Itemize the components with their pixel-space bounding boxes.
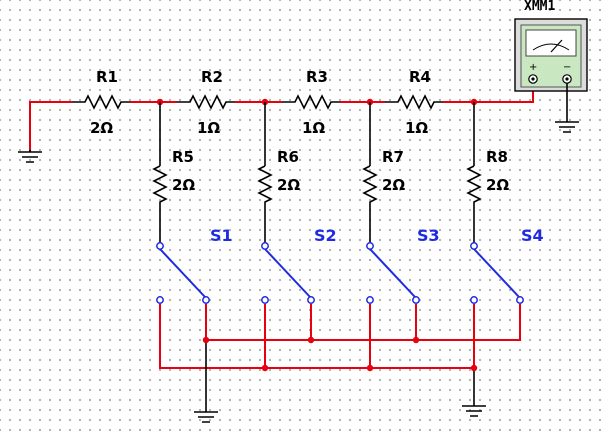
resistor-r4[interactable] bbox=[385, 94, 443, 110]
bottom-junction-nodes bbox=[202, 336, 478, 372]
resistor-r1-value: 2Ω bbox=[90, 119, 113, 137]
switch-s2[interactable] bbox=[261, 242, 315, 304]
resistor-r6[interactable] bbox=[257, 165, 273, 243]
resistor-r2[interactable] bbox=[177, 94, 235, 110]
ground-symbol-left bbox=[18, 150, 42, 163]
resistor-r3[interactable] bbox=[282, 94, 340, 110]
resistor-r5-label: R5 bbox=[172, 148, 194, 166]
switch-s4[interactable] bbox=[470, 242, 524, 304]
resistor-r2-label: R2 bbox=[201, 68, 223, 86]
meter-scale-arc bbox=[532, 43, 570, 51]
switch-s4-label: S4 bbox=[521, 226, 544, 245]
resistor-r5-value: 2Ω bbox=[172, 176, 195, 194]
resistor-r8[interactable] bbox=[466, 165, 482, 243]
switch-s3[interactable] bbox=[366, 242, 420, 304]
switch-s3-label: S3 bbox=[417, 226, 440, 245]
switch-s2-label: S2 bbox=[314, 226, 337, 245]
meter-minus-sign: − bbox=[563, 62, 571, 73]
meter-needle bbox=[550, 39, 563, 53]
resistor-r3-label: R3 bbox=[306, 68, 328, 86]
resistor-r3-value: 1Ω bbox=[302, 119, 325, 137]
resistor-r8-label: R8 bbox=[486, 148, 508, 166]
resistor-r8-value: 2Ω bbox=[486, 176, 509, 194]
meter-plus-sign: + bbox=[529, 62, 537, 73]
resistor-r2-value: 1Ω bbox=[197, 119, 220, 137]
ground-symbol-bottom-left bbox=[194, 411, 218, 423]
resistor-r7[interactable] bbox=[362, 165, 378, 243]
resistor-r7-label: R7 bbox=[382, 148, 404, 166]
bottom-wiring bbox=[159, 304, 521, 412]
multimeter-xmm1[interactable] bbox=[514, 18, 588, 92]
switch-s1[interactable] bbox=[156, 242, 210, 304]
resistor-r5[interactable] bbox=[152, 165, 168, 243]
resistor-r4-value: 1Ω bbox=[405, 119, 428, 137]
multimeter-label: XMM1 bbox=[524, 0, 555, 14]
resistor-r1-label: R1 bbox=[96, 68, 118, 86]
resistor-r7-value: 2Ω bbox=[382, 176, 405, 194]
resistor-r6-label: R6 bbox=[277, 148, 299, 166]
resistor-r4-label: R4 bbox=[409, 68, 431, 86]
resistor-r1[interactable] bbox=[72, 94, 130, 110]
switch-s1-label: S1 bbox=[210, 226, 233, 245]
resistor-r6-value: 2Ω bbox=[277, 176, 300, 194]
ground-symbol-bottom-right bbox=[462, 405, 486, 417]
ground-symbol-meter bbox=[555, 83, 579, 133]
